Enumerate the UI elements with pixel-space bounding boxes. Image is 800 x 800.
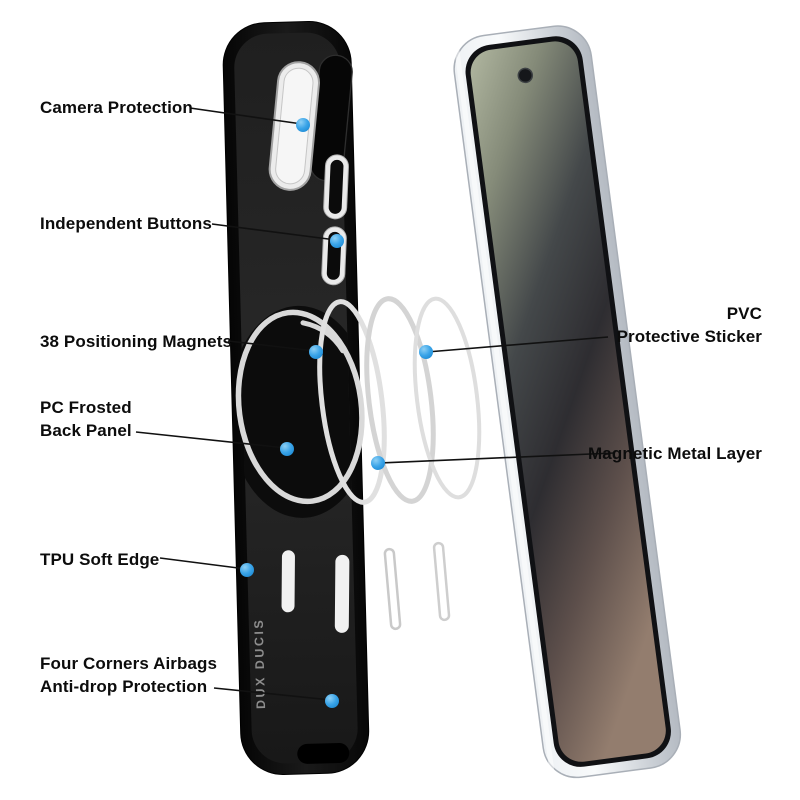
- bottom-slot-right: [334, 554, 350, 633]
- punch-hole-camera: [517, 67, 534, 84]
- callout-dot-pvc-sticker: [419, 345, 433, 359]
- frame-edge-highlight: [454, 47, 555, 775]
- magnetic-ring-layer-2: [364, 296, 436, 504]
- callout-label-magnetic-metal-layer: Magnetic Metal Layer: [588, 442, 762, 465]
- sticker-strip-right: [432, 541, 451, 622]
- callout-dot-pc-frosted: [280, 442, 294, 456]
- case-back-view: DUX DUCIS: [222, 21, 370, 775]
- callout-label-text: Independent Buttons: [40, 214, 212, 233]
- phone-screen: [470, 41, 666, 762]
- callout-line-four-corners: [213, 687, 332, 701]
- callout-dot-four-corners: [325, 694, 339, 708]
- callout-line-magnetic-layer: [379, 452, 615, 464]
- callout-line-pc-frosted: [135, 431, 287, 449]
- callout-label-pc-frosted-back-panel: PC Frosted Back Panel: [40, 396, 132, 442]
- callout-dot-camera-protection: [296, 118, 310, 132]
- callout-label-text-line2: Anti-drop Protection: [40, 677, 208, 696]
- volume-button: [328, 159, 344, 214]
- callout-dots: [240, 118, 433, 708]
- bottom-slot-left: [281, 550, 295, 613]
- callout-lines: [135, 107, 615, 701]
- callout-line-positioning-magnets: [227, 340, 316, 352]
- callout-label-pvc-protective-sticker: PVC Protective Sticker: [617, 302, 762, 348]
- brand-text: DUX DUCIS: [252, 618, 268, 710]
- callout-label-text: TPU Soft Edge: [40, 550, 160, 569]
- callout-label-text: Camera Protection: [40, 98, 193, 117]
- callout-dot-positioning-magnets: [309, 345, 323, 359]
- callout-label-camera-protection: Camera Protection: [40, 96, 193, 119]
- button-cutouts: [321, 154, 349, 286]
- magnet-alignment-arc: [300, 320, 346, 354]
- sticker-strip-left: [383, 547, 402, 631]
- callout-dot-tpu-soft-edge: [240, 563, 254, 577]
- phone: [453, 25, 682, 779]
- callout-label-independent-buttons: Independent Buttons: [40, 212, 212, 235]
- callout-label-text-line1: Four Corners Airbags: [40, 654, 218, 673]
- callout-label-tpu-soft-edge: TPU Soft Edge: [40, 548, 159, 571]
- callout-dot-independent-buttons: [330, 234, 344, 248]
- magsafe-exploded-layers: [317, 296, 482, 631]
- callout-label-text: 38 Positioning Magnets: [40, 332, 233, 351]
- callout-line-pvc-sticker: [426, 336, 609, 353]
- pvc-sticker-ring: [412, 296, 482, 500]
- callout-label-text-line2: Protective Sticker: [616, 327, 762, 346]
- callout-label-text-line1: PC Frosted: [40, 398, 132, 417]
- callout-label-text-line1: PVC: [726, 304, 762, 323]
- callout-dot-magnetic-layer: [371, 456, 385, 470]
- callout-label-text-line2: Back Panel: [40, 421, 132, 440]
- callout-line-independent-buttons: [211, 223, 337, 241]
- case-bottom-port-cutout: [297, 742, 350, 764]
- magnetic-ring-layer-1: [317, 299, 387, 505]
- callout-line-tpu-soft-edge: [159, 557, 247, 570]
- callout-label-four-corners-airbags: Four Corners Airbags Anti-drop Protectio…: [40, 652, 217, 698]
- callout-line-camera-protection: [189, 107, 303, 125]
- magsafe-ring-case: [235, 309, 365, 505]
- callout-label-positioning-magnets: 38 Positioning Magnets: [40, 330, 232, 353]
- callout-label-text: Magnetic Metal Layer: [588, 444, 762, 463]
